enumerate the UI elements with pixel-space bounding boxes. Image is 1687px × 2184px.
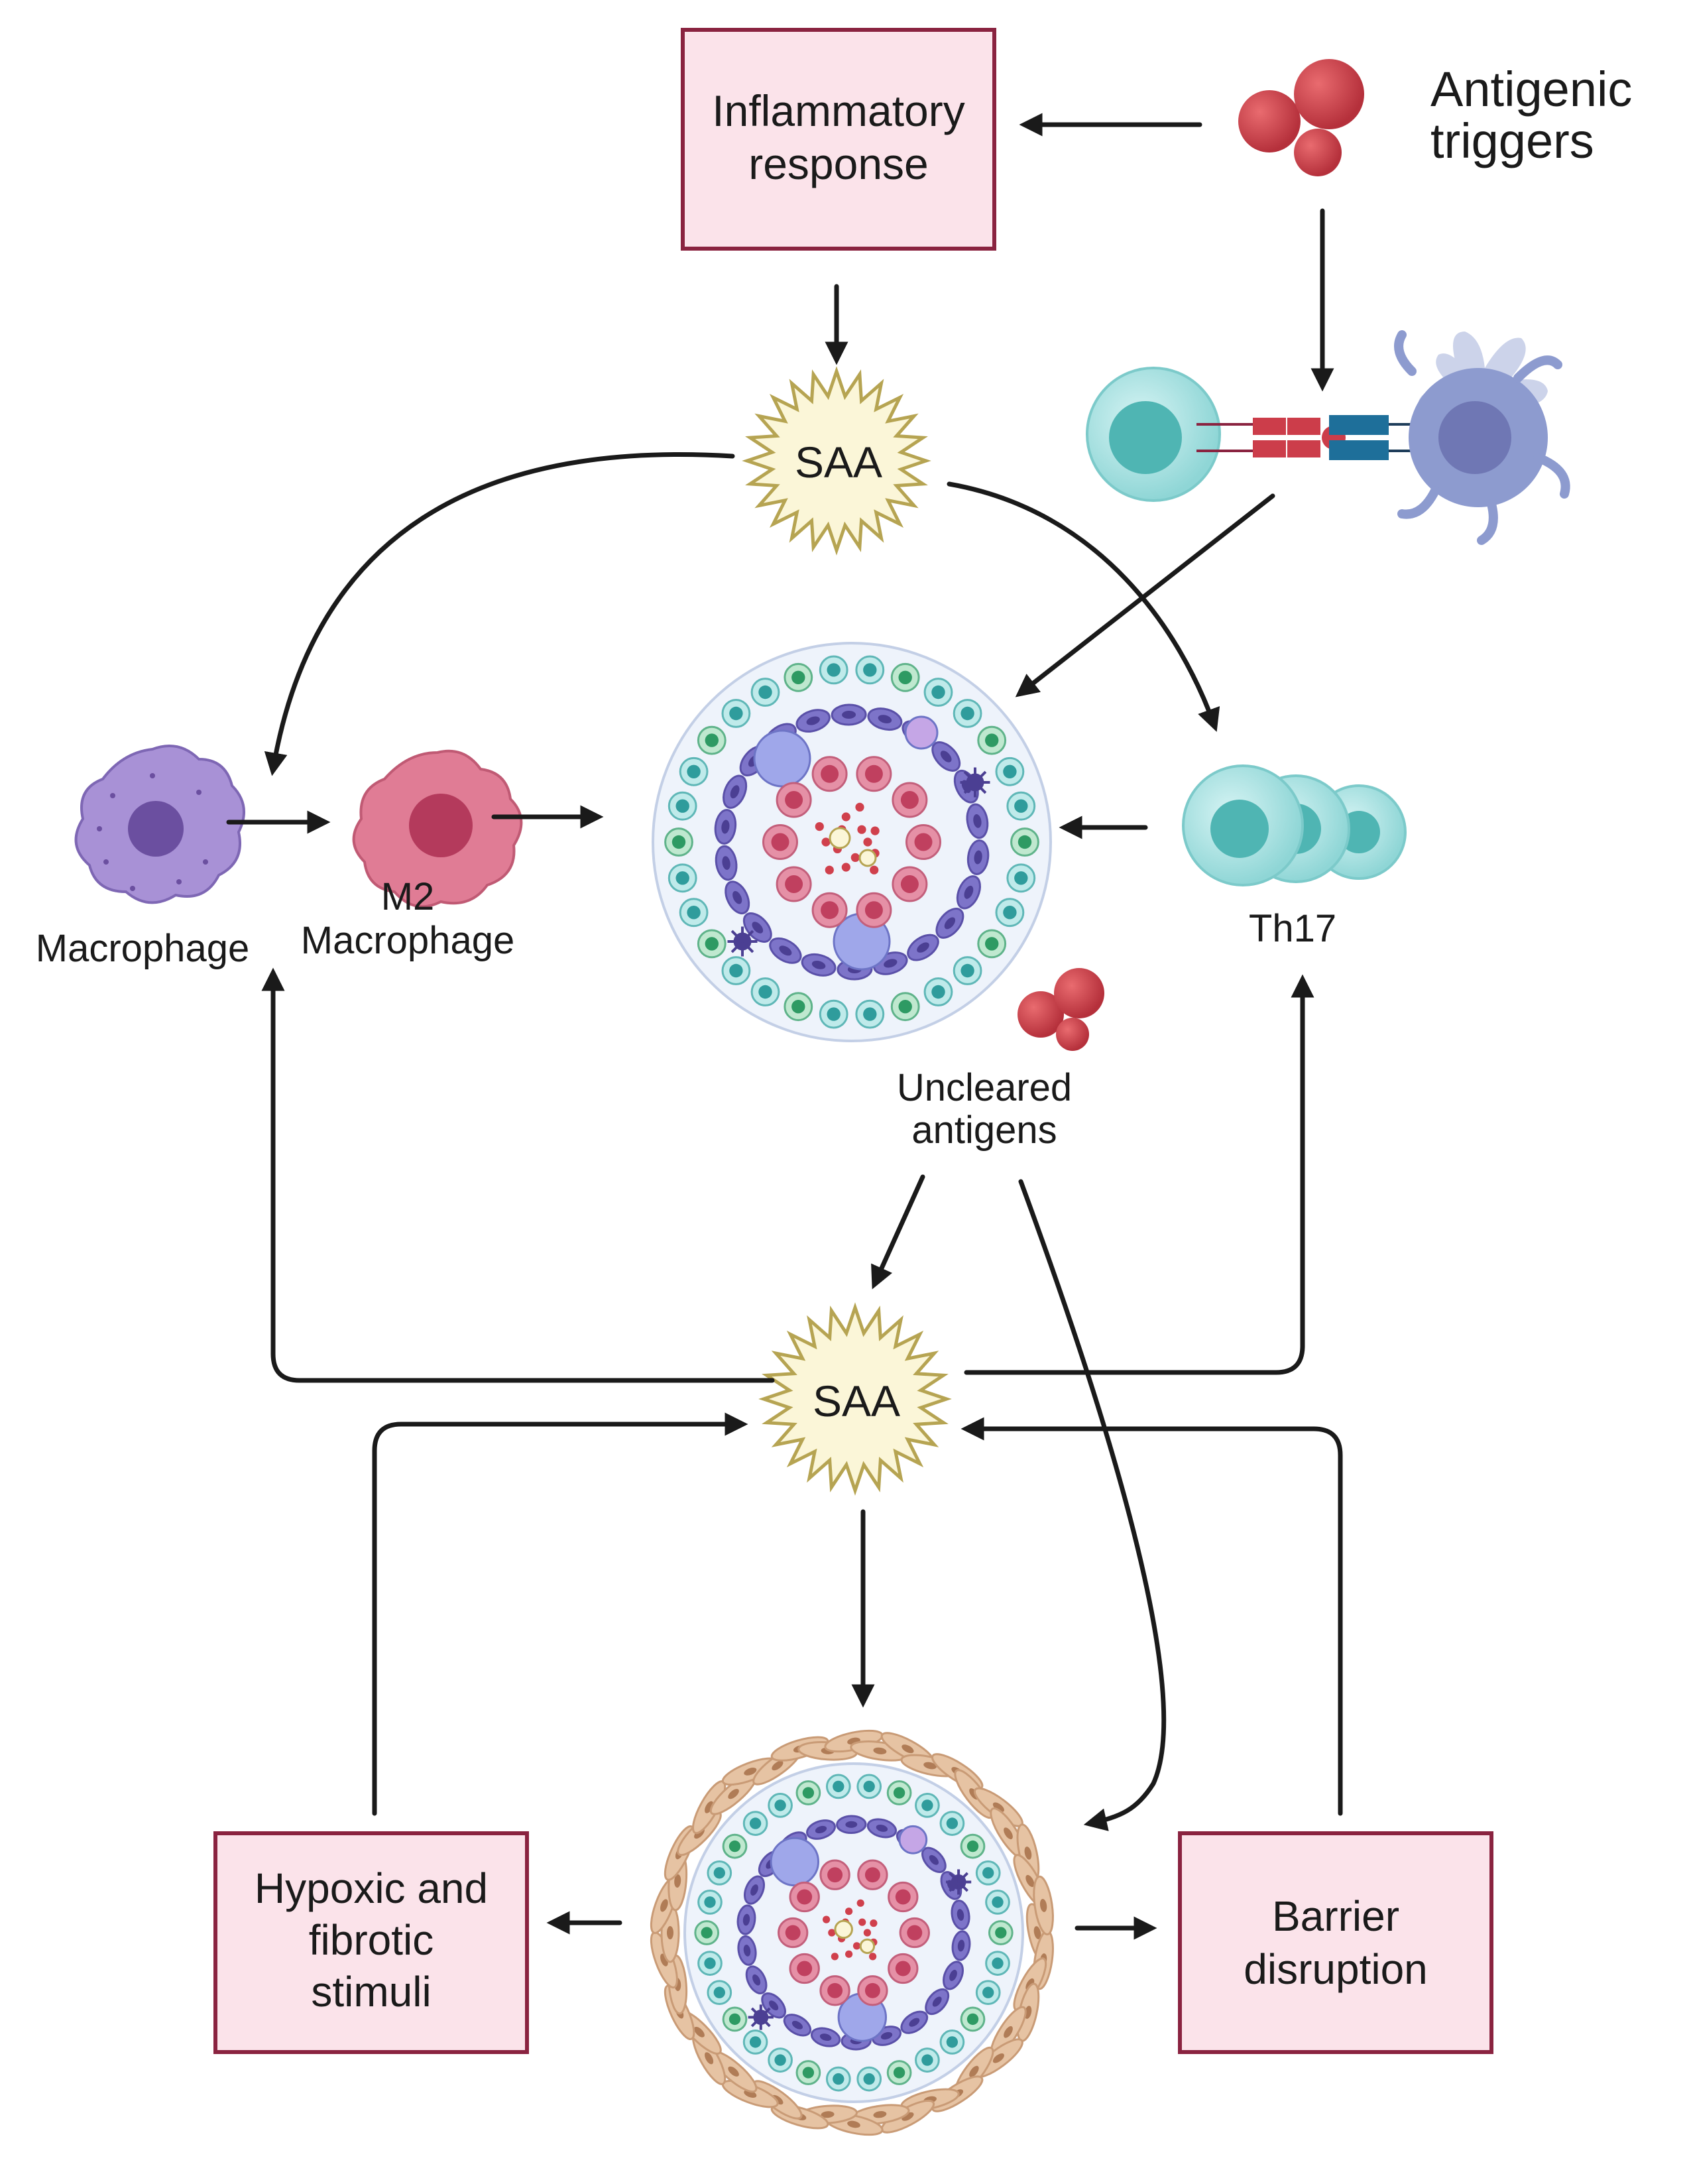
saa-star-bottom-icon: SAA	[758, 1302, 952, 1496]
saa-star-top-icon: SAA	[742, 366, 931, 556]
uncleared-label-line2: antigens	[911, 1109, 1057, 1152]
antigen-cluster-icon	[1238, 59, 1364, 176]
macrophage-icon	[74, 745, 245, 904]
arrow-uncleared-to-fibrotic-granuloma	[1018, 1179, 1167, 1831]
macrophage-label: Macrophage	[36, 927, 249, 970]
m2-macrophage-icon	[352, 749, 523, 908]
arrow-uncleared-to-saa	[871, 1174, 925, 1290]
t-cell-icon	[1086, 367, 1221, 502]
antigenic-label-line1: Antigenic	[1430, 62, 1632, 117]
antigenic-label-line2: triggers	[1430, 113, 1594, 168]
arrow-saa-to-macrophage-return	[261, 967, 775, 1383]
th17-cell-icon	[1182, 764, 1407, 886]
granuloma-icon	[652, 642, 1052, 1042]
arrow-saa-to-th17-return	[964, 974, 1314, 1375]
barrier-disruption-box: Barrier disruption	[1178, 1831, 1493, 2054]
hypoxic-label-line2: fibrotic	[309, 1916, 434, 1964]
barrier-label-line2: disruption	[1244, 1945, 1428, 1993]
th17-label: Th17	[1249, 907, 1336, 950]
dendritic-cell-icon	[1394, 330, 1570, 545]
m2-label-line1: M2	[381, 875, 435, 918]
arrow-saa-to-macrophage	[264, 452, 735, 776]
hypoxic-label-line3: stimuli	[311, 1968, 431, 2016]
arrow-barrier-to-saa	[960, 1417, 1343, 1816]
fibrotic-granuloma-icon	[650, 1729, 1054, 2136]
arrow-hypoxic-to-saa	[372, 1412, 748, 1816]
inflammatory-label-line2: response	[748, 139, 929, 188]
receptor-complex-icon	[1196, 415, 1452, 460]
inflammatory-label-line1: Inflammatory	[712, 86, 964, 135]
arrow-tcell-to-granuloma	[1015, 493, 1275, 698]
uncleared-label-line1: Uncleared	[897, 1066, 1072, 1109]
uncleared-antigen-icon	[1018, 968, 1104, 1051]
arrows	[226, 113, 1343, 1940]
barrier-label-line1: Barrier	[1272, 1892, 1399, 1940]
hypoxic-label-line1: Hypoxic and	[255, 1864, 488, 1912]
arrow-saa-to-th17	[947, 481, 1220, 732]
m2-label-line2: Macrophage	[301, 919, 514, 962]
saa-bottom-label: SAA	[813, 1376, 900, 1426]
saa-top-label: SAA	[795, 438, 882, 487]
